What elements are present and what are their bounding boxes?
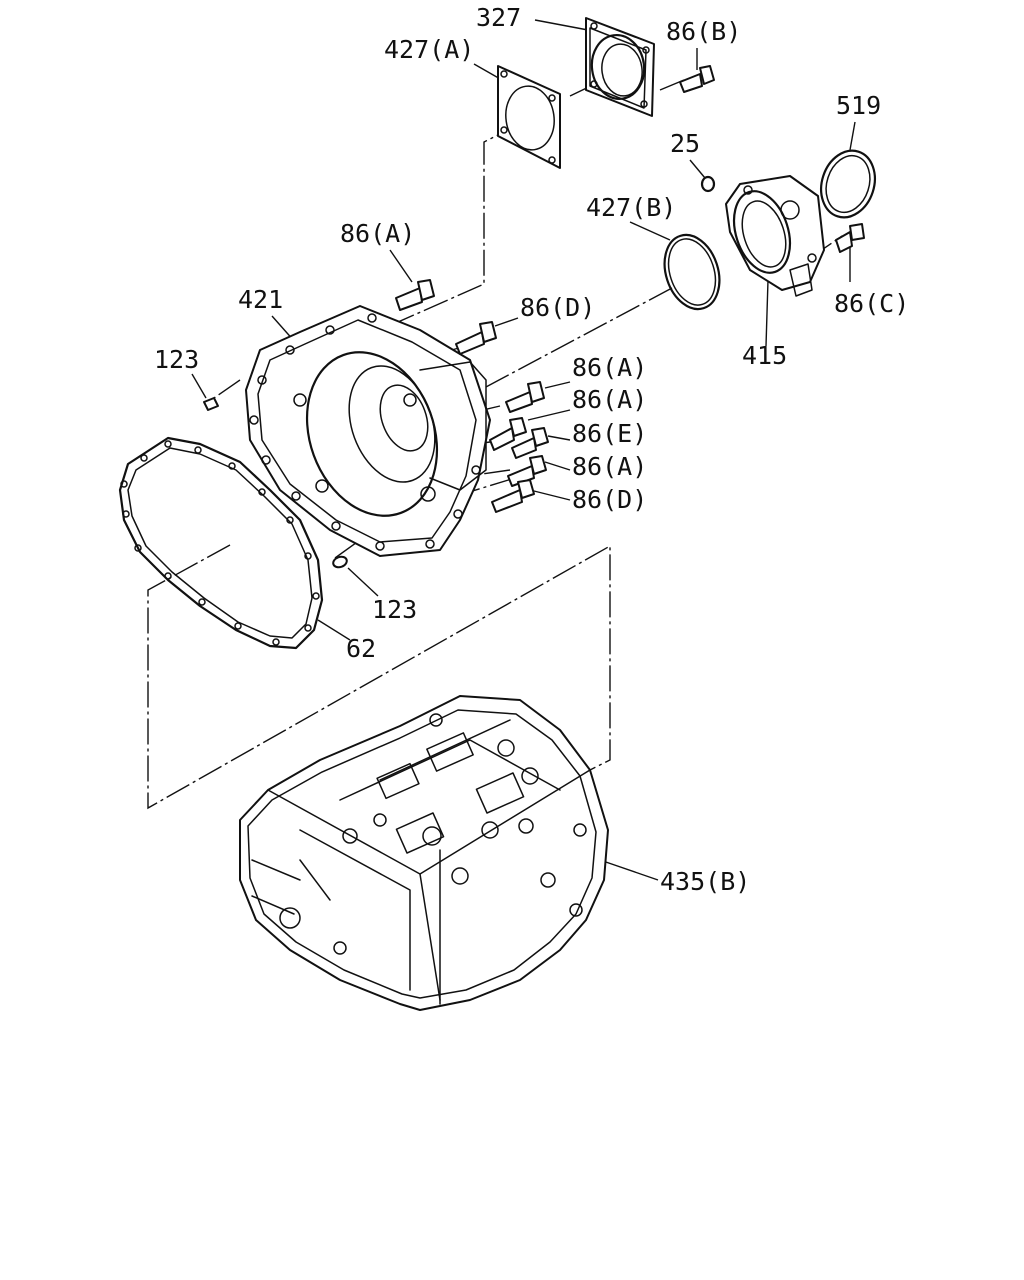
leader-lines [191, 19, 856, 881]
label-86D-top: 86(D) [520, 293, 595, 322]
label-86B: 86(B) [666, 17, 741, 46]
label-86D-2: 86(D) [572, 485, 647, 514]
label-327: 327 [476, 3, 521, 32]
label-427A: 427(A) [384, 35, 474, 64]
part-415-housing [725, 175, 825, 297]
part-86C-bolt [835, 223, 865, 253]
label-86E: 86(E) [572, 419, 647, 448]
part-435B-transmission-case [239, 695, 609, 1011]
label-519: 519 [836, 91, 881, 120]
label-421: 421 [238, 285, 283, 314]
label-86A-top: 86(A) [340, 219, 415, 248]
part-62-gasket [118, 436, 324, 650]
label-25: 25 [670, 129, 700, 158]
part-86B-bolt [679, 65, 715, 93]
label-86A-3: 86(A) [572, 452, 647, 481]
label-86A-2: 86(A) [572, 385, 647, 414]
label-86C: 86(C) [834, 289, 909, 318]
label-415: 415 [742, 341, 787, 370]
part-427A-gasket [497, 65, 561, 169]
part-123-dowels [203, 397, 348, 569]
part-labels: 327 86(B) 427(A) 519 25 427(B) 86(A) 421… [154, 3, 909, 896]
part-327-cover-plate [585, 17, 655, 117]
part-25-oring [700, 175, 716, 193]
label-62: 62 [346, 634, 376, 663]
part-421-clutch-housing [245, 305, 491, 557]
part-519-ring [820, 149, 876, 219]
label-427B: 427(B) [586, 193, 676, 222]
label-86A-1: 86(A) [572, 353, 647, 382]
bolt-group-86 [395, 279, 549, 513]
part-427B-oring [663, 233, 721, 311]
label-123-top: 123 [154, 345, 199, 374]
label-123-bottom: 123 [372, 595, 417, 624]
label-435B: 435(B) [660, 867, 750, 896]
